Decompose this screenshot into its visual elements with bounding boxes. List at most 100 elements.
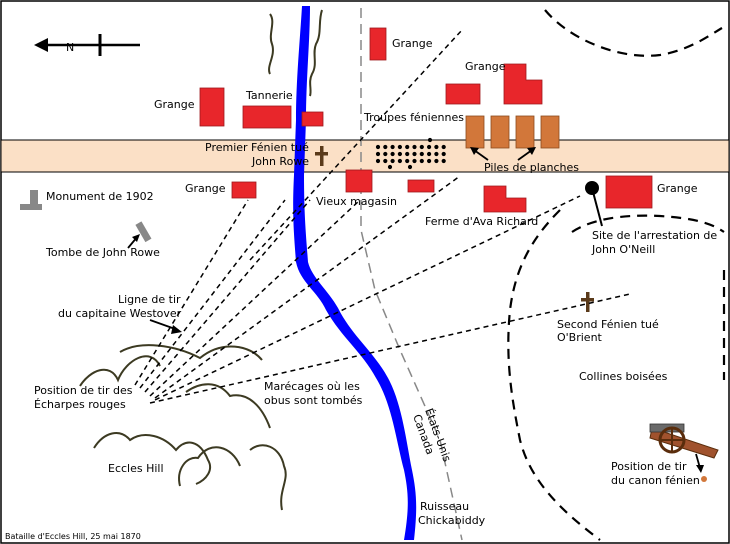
troop-dot xyxy=(387,164,393,170)
arrows xyxy=(127,147,704,473)
barn-top xyxy=(369,27,387,61)
barn-top-right xyxy=(503,63,543,105)
label-grange-top-right: Grange xyxy=(465,60,506,73)
troop-dot xyxy=(375,158,381,164)
tannery xyxy=(242,105,292,129)
label-position-1: Position de tir des xyxy=(34,384,133,397)
troop-dot xyxy=(383,158,388,164)
arrest-site-pointer xyxy=(591,187,603,227)
troop-dot xyxy=(434,158,439,164)
label-piles: Piles de planches xyxy=(484,161,579,174)
label-ferme: Ferme d'Ava Richard xyxy=(425,215,538,228)
troop-dot xyxy=(407,164,413,170)
hill-contour-5 xyxy=(178,446,241,487)
troop-dot xyxy=(383,151,388,157)
label-eccles: Eccles Hill xyxy=(108,462,164,475)
old-store xyxy=(345,169,373,193)
cannon-position-dot xyxy=(701,476,707,482)
troop-dot xyxy=(375,144,381,150)
troop-dot xyxy=(405,158,410,164)
troop-dot xyxy=(412,144,417,150)
label-ruisseau-2: Chickabiddy xyxy=(418,514,486,527)
troop-dot xyxy=(390,158,395,164)
chickabiddy-stream xyxy=(293,6,417,540)
hill-contour-6 xyxy=(249,444,287,511)
label-canon-2: du canon fénien xyxy=(611,474,700,487)
label-grange-right: Grange xyxy=(657,182,698,195)
map-caption: Bataille d'Eccles Hill, 25 mai 1870 xyxy=(5,532,141,541)
troop-dot xyxy=(397,158,402,164)
barn-left xyxy=(199,87,225,127)
troop-dot xyxy=(441,151,446,157)
label-grange-top: Grange xyxy=(392,37,433,50)
troop-dot xyxy=(412,151,417,157)
old-store-annex xyxy=(407,179,435,193)
barn-right xyxy=(605,175,653,209)
plank-pile-3 xyxy=(515,115,535,149)
troop-dot xyxy=(441,158,446,164)
woods-boundary-left xyxy=(507,209,601,541)
label-position-2: Écharpes rouges xyxy=(34,398,126,411)
troop-dot xyxy=(434,151,439,157)
fire-lines xyxy=(134,29,631,404)
label-second-1: Second Fénien tué xyxy=(557,318,659,331)
label-troupes: Troupes féniennes xyxy=(363,111,464,124)
troop-dot xyxy=(441,144,446,150)
label-marecages-2: obus sont tombés xyxy=(264,394,363,407)
fenian-troops xyxy=(375,137,446,170)
troop-dot xyxy=(427,144,432,150)
tomb-icon xyxy=(135,221,152,243)
hill-contour-4 xyxy=(93,432,212,485)
label-ligne-2: du capitaine Westover xyxy=(58,307,182,320)
troop-dot xyxy=(419,144,424,150)
troop-dot xyxy=(412,158,417,164)
tree-line-2 xyxy=(309,9,323,97)
barn-top-right-small xyxy=(445,83,481,105)
tree-line-1 xyxy=(268,13,274,75)
tannery-annex xyxy=(301,111,324,127)
hill-contour-1 xyxy=(79,355,161,387)
label-monument: Monument de 1902 xyxy=(46,190,154,203)
troop-dot xyxy=(434,144,439,150)
troop-dot xyxy=(375,151,381,157)
label-tombe: Tombe de John Rowe xyxy=(45,246,160,259)
troop-dot xyxy=(390,144,395,150)
label-premier-1: Premier Fénien tué xyxy=(205,141,309,154)
label-tannerie: Tannerie xyxy=(245,89,293,102)
troop-dot xyxy=(383,144,388,150)
grave-john-rowe-icon xyxy=(315,146,328,166)
label-grange-left: Grange xyxy=(154,98,195,111)
hill-contour-2 xyxy=(119,344,263,361)
ava-richard-farm xyxy=(483,185,527,213)
troop-dot xyxy=(427,137,433,143)
troop-dot xyxy=(390,151,395,157)
label-canon-1: Position de tir xyxy=(611,460,687,473)
label-collines: Collines boisées xyxy=(579,370,668,383)
plank-pile-2 xyxy=(490,115,510,149)
border-line xyxy=(360,8,463,541)
troop-dot xyxy=(419,151,424,157)
troop-dot xyxy=(405,151,410,157)
woods-boundary-arrest xyxy=(571,214,725,233)
troop-dot xyxy=(427,151,432,157)
troop-dot xyxy=(419,158,424,164)
compass-letter: N xyxy=(66,41,74,54)
woods-boundary-top xyxy=(544,9,723,57)
plank-pile-1 xyxy=(465,115,485,149)
label-ruisseau-1: Ruisseau xyxy=(420,500,469,513)
label-site-2: John O'Neill xyxy=(591,243,655,256)
label-premier-2: John Rowe xyxy=(251,155,309,168)
grave-obrient-icon xyxy=(581,292,594,312)
plank-pile-4 xyxy=(540,115,560,149)
monument-icon xyxy=(20,190,42,210)
label-grange-lower-left: Grange xyxy=(185,182,226,195)
cannon-icon xyxy=(649,423,719,459)
troop-dot xyxy=(405,144,410,150)
label-vieux-magasin: Vieux magasin xyxy=(316,195,397,208)
label-marecages-1: Marécages où les xyxy=(264,380,360,393)
hill-contour-3 xyxy=(185,383,271,429)
troop-dot xyxy=(397,151,402,157)
